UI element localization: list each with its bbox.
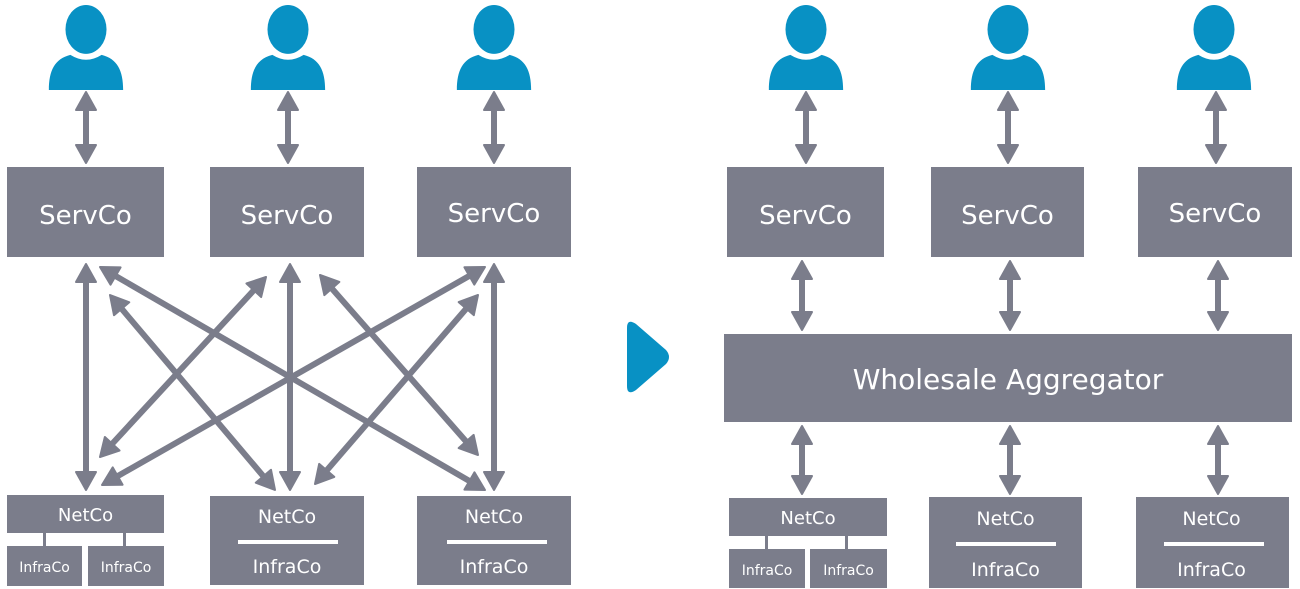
- netco-infraco-box: NetCo InfraCo: [210, 496, 364, 585]
- user-servco-arrow: [997, 91, 1019, 164]
- infraco-label: InfraCo: [1177, 559, 1246, 581]
- mesh-arrow: [75, 263, 97, 491]
- mesh-arrow: [101, 266, 486, 486]
- servco-label: ServCo: [39, 201, 132, 231]
- netco-label: NetCo: [58, 505, 113, 526]
- divider: [238, 540, 338, 544]
- netco-split-group: NetCo InfraCo InfraCo: [7, 495, 164, 586]
- user-servco-arrow: [1205, 91, 1227, 164]
- aggregator-netco-arrow: [999, 425, 1021, 495]
- divider: [1164, 542, 1264, 546]
- divider: [447, 540, 547, 544]
- servco-box: ServCo: [210, 167, 364, 257]
- servco-aggregator-arrow: [999, 260, 1021, 331]
- play-chevron-icon: [627, 321, 669, 393]
- user-icon: [768, 4, 844, 90]
- netco-label: NetCo: [258, 506, 316, 528]
- infraco-label: InfraCo: [460, 556, 529, 578]
- infraco-label: InfraCo: [19, 560, 70, 576]
- mesh-arrow: [109, 294, 276, 491]
- user-icon: [1176, 4, 1252, 90]
- netco-label: NetCo: [465, 506, 523, 528]
- netco-box: [729, 498, 887, 536]
- user-icon: [970, 4, 1046, 90]
- user-servco-arrow: [795, 91, 817, 164]
- infraco-label: InfraCo: [971, 559, 1040, 581]
- user-icon: [250, 4, 326, 90]
- infraco-box: [88, 546, 164, 586]
- mesh-arrow: [319, 274, 479, 456]
- aggregator-box: Wholesale Aggregator: [724, 334, 1292, 422]
- before-diagram: ServCo ServCo ServCo NetCo InfraCo Infra…: [7, 4, 571, 586]
- aggregator-label: Wholesale Aggregator: [853, 363, 1164, 396]
- connection-arrows: [75, 91, 1229, 495]
- servco-box: ServCo: [7, 167, 164, 257]
- mesh-arrow: [314, 294, 479, 485]
- user-servco-arrow: [277, 91, 299, 164]
- servco-label: ServCo: [241, 201, 334, 231]
- servco-label: ServCo: [448, 199, 541, 229]
- user-icon: [456, 4, 532, 90]
- servco-box: ServCo: [931, 167, 1084, 257]
- mesh-arrow: [99, 276, 267, 458]
- infraco-box: [7, 546, 82, 586]
- mesh-arrow: [483, 263, 505, 491]
- aggregator-netco-arrow: [791, 425, 813, 495]
- after-diagram: ServCo ServCo ServCo Wholesale Aggregato…: [724, 4, 1292, 588]
- infraco-label: InfraCo: [253, 556, 322, 578]
- servco-box: ServCo: [417, 167, 571, 257]
- netco-infraco-box: NetCo InfraCo: [1136, 497, 1289, 588]
- netco-label: NetCo: [1182, 508, 1240, 530]
- servco-label: ServCo: [961, 201, 1054, 231]
- servco-label: ServCo: [759, 201, 852, 231]
- servco-aggregator-arrow: [1207, 260, 1229, 331]
- servco-label: ServCo: [1169, 199, 1262, 229]
- infraco-label: InfraCo: [101, 560, 152, 576]
- netco-infraco-box: NetCo InfraCo: [417, 496, 571, 585]
- aggregator-netco-arrow: [1207, 425, 1229, 495]
- infraco-label: InfraCo: [823, 563, 874, 579]
- divider: [956, 542, 1056, 546]
- infraco-box: [810, 549, 887, 588]
- user-servco-arrow: [75, 91, 97, 164]
- netco-label: NetCo: [976, 508, 1034, 530]
- netco-split-group: NetCo InfraCo InfraCo: [729, 498, 887, 588]
- netco-infraco-box: NetCo InfraCo: [929, 497, 1082, 588]
- infraco-box: [729, 549, 805, 588]
- user-servco-arrow: [483, 91, 505, 164]
- netco-box: [7, 495, 164, 533]
- servco-aggregator-arrow: [791, 260, 813, 331]
- servco-box: ServCo: [1138, 167, 1292, 257]
- user-icon: [48, 4, 124, 90]
- servco-box: ServCo: [727, 167, 884, 257]
- infraco-label: InfraCo: [742, 563, 793, 579]
- netco-label: NetCo: [780, 508, 835, 529]
